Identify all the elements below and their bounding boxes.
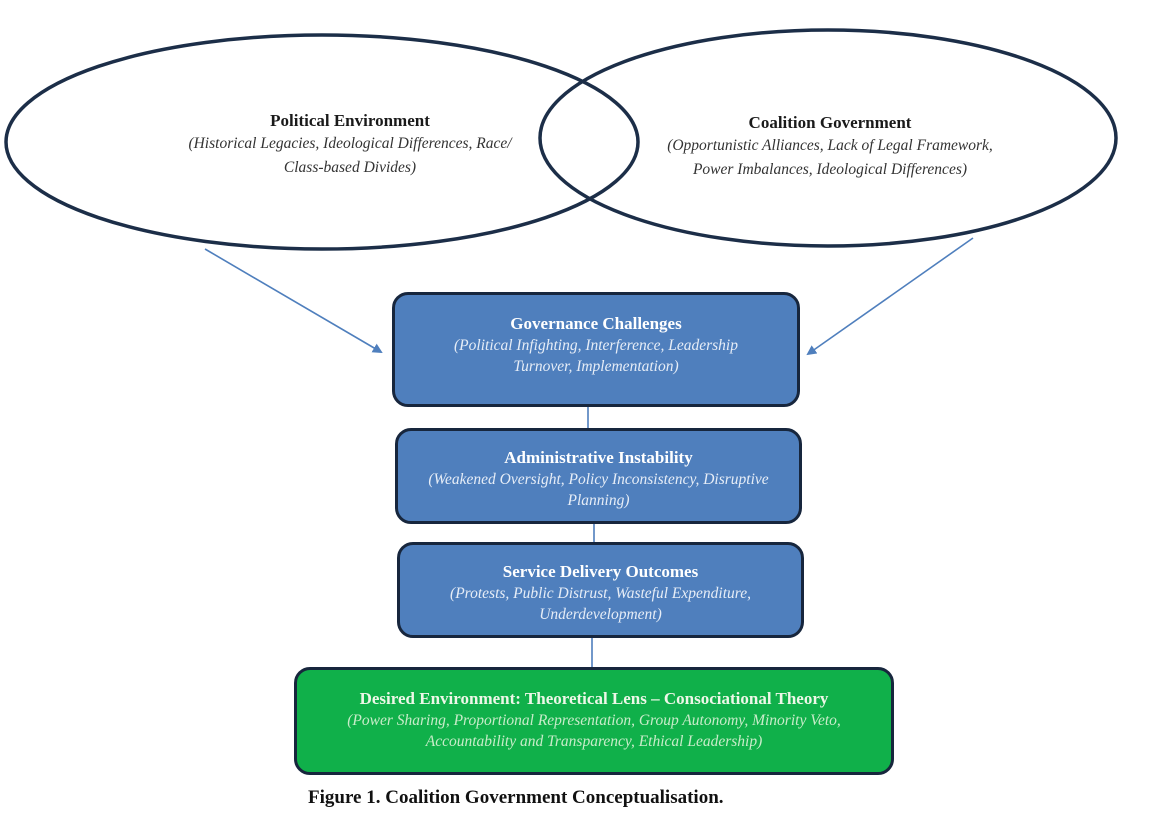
desired-environment-title: Desired Environment: Theoretical Lens – … bbox=[359, 689, 829, 708]
political-environment-subtitle-line2: Class-based Divides) bbox=[283, 159, 417, 176]
coalition-government-subtitle-line2: Power Imbalances, Ideological Difference… bbox=[692, 161, 968, 178]
coalition-government-subtitle-line1: (Opportunistic Alliances, Lack of Legal … bbox=[667, 137, 993, 154]
service-delivery-outcomes-title: Service Delivery Outcomes bbox=[502, 562, 699, 581]
arrow-political-to-governance bbox=[204, 248, 383, 354]
arrow-coalition-to-governance bbox=[806, 237, 974, 356]
coalition-government-label: Coalition Government (Opportunistic Alli… bbox=[630, 112, 1030, 182]
administrative-instability-subtitle-line2: Planning) bbox=[567, 492, 630, 509]
desired-environment-subtitle-line1: (Power Sharing, Proportional Representat… bbox=[347, 712, 841, 729]
governance-challenges-subtitle-line1: (Political Infighting, Interference, Lea… bbox=[454, 337, 738, 354]
figure-caption: Figure 1. Coalition Government Conceptua… bbox=[308, 787, 724, 808]
political-environment-label: Political Environment (Historical Legaci… bbox=[150, 110, 550, 180]
coalition-government-ellipse bbox=[538, 28, 1118, 248]
governance-challenges-title: Governance Challenges bbox=[510, 314, 682, 333]
service-delivery-outcomes-subtitle-line2: Underdevelopment) bbox=[539, 606, 662, 623]
coalition-government-title: Coalition Government bbox=[748, 113, 912, 132]
service-delivery-outcomes-subtitle-line1: (Protests, Public Distrust, Wasteful Exp… bbox=[450, 585, 751, 602]
desired-environment-box: Desired Environment: Theoretical Lens – … bbox=[294, 667, 894, 775]
service-delivery-outcomes-box: Service Delivery Outcomes (Protests, Pub… bbox=[397, 542, 804, 638]
administrative-instability-box: Administrative Instability (Weakened Ove… bbox=[395, 428, 802, 524]
administrative-instability-title: Administrative Instability bbox=[504, 448, 693, 467]
desired-environment-subtitle-line2: Accountability and Transparency, Ethical… bbox=[425, 733, 763, 750]
administrative-instability-subtitle-line1: (Weakened Oversight, Policy Inconsistenc… bbox=[428, 471, 769, 488]
governance-challenges-subtitle-line2: Turnover, Implementation) bbox=[513, 358, 679, 375]
political-environment-ellipse bbox=[4, 33, 640, 251]
governance-challenges-box: Governance Challenges (Political Infight… bbox=[392, 292, 800, 407]
political-environment-title: Political Environment bbox=[270, 111, 430, 130]
political-environment-subtitle-line1: (Historical Legacies, Ideological Differ… bbox=[188, 135, 512, 152]
